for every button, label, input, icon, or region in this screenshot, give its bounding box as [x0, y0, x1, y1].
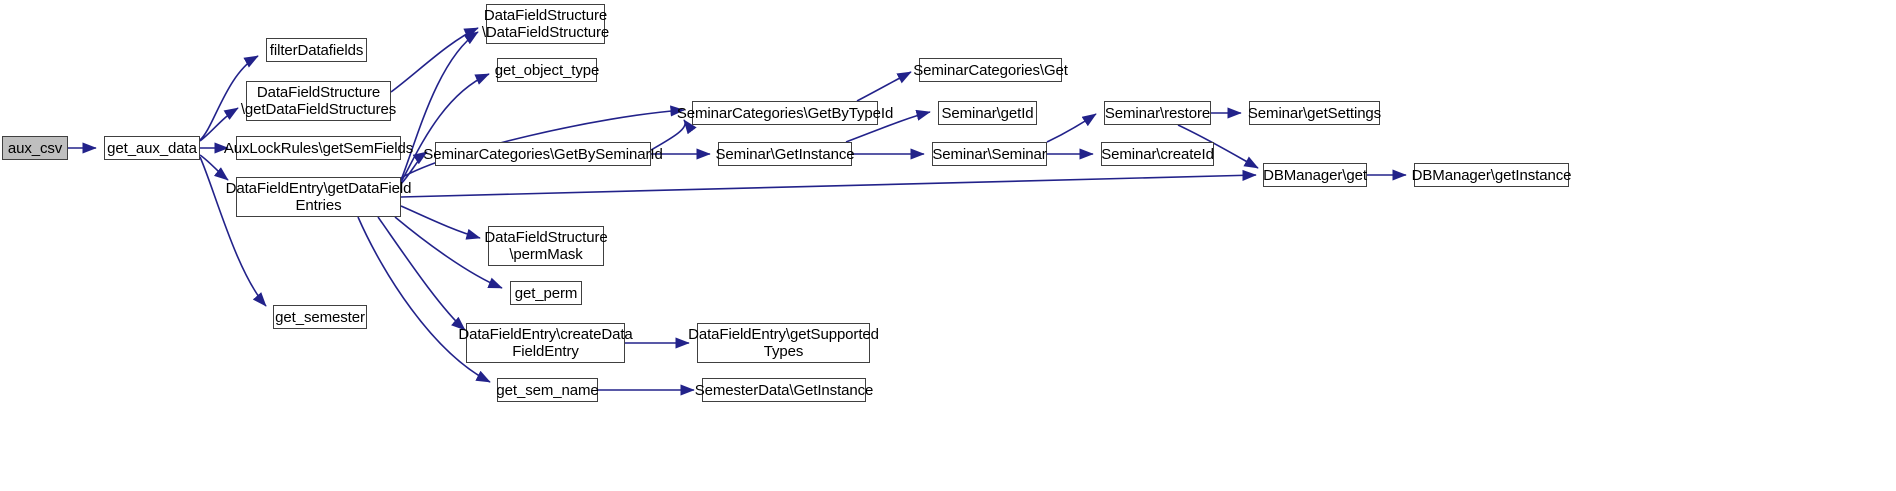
- graph-node-label: SeminarCategories\GetBySeminarId: [423, 145, 663, 163]
- graph-node-label: DataFieldStructure \permMask: [484, 229, 608, 263]
- graph-node-get_aux_data[interactable]: get_aux_data: [104, 136, 200, 160]
- graph-node-get_object_type[interactable]: get_object_type: [495, 58, 599, 82]
- graph-node-label: DataFieldStructure \getDataFieldStructur…: [240, 84, 397, 118]
- graph-node-SeminarCategoriesGet[interactable]: SeminarCategories\Get: [913, 58, 1068, 82]
- graph-node-GetBySeminarId[interactable]: SeminarCategories\GetBySeminarId: [423, 142, 663, 166]
- graph-node-label: DBManager\getInstance: [1411, 166, 1572, 184]
- graph-node-getSupportedTypes[interactable]: DataFieldEntry\getSupported Types: [688, 323, 879, 363]
- graph-node-label: get_object_type: [494, 61, 600, 79]
- graph-edge-getDataFieldEntries-to-DBManagerGet: [400, 169, 1257, 198]
- graph-node-get_sem_name[interactable]: get_sem_name: [496, 378, 599, 402]
- graph-node-aux_csv[interactable]: aux_csv: [2, 136, 68, 160]
- graph-node-restore[interactable]: Seminar\restore: [1104, 101, 1211, 125]
- graph-edge-getDataFieldStructures-to-DataFieldStructure: [390, 27, 479, 93]
- graph-node-label: Seminar\restore: [1104, 104, 1211, 122]
- graph-node-label: SemesterData\GetInstance: [694, 381, 874, 399]
- graph-node-label: get_semester: [275, 308, 365, 326]
- graph-edge-GetByTypeId-to-SeminarCategoriesGet: [856, 71, 912, 102]
- graph-node-SeminarSeminar[interactable]: Seminar\Seminar: [932, 142, 1047, 166]
- graph-node-label: DataFieldStructure \DataFieldStructure: [481, 7, 610, 41]
- graph-node-createId[interactable]: Seminar\createId: [1101, 142, 1214, 166]
- graph-edge-get_aux_data-to-getDataFieldStructures: [199, 107, 239, 142]
- graph-node-getSettings[interactable]: Seminar\getSettings: [1248, 101, 1381, 125]
- graph-node-getDataFieldEntries[interactable]: DataFieldEntry\getDataField Entries: [226, 177, 411, 217]
- graph-node-label: filterDatafields: [269, 41, 364, 59]
- graph-node-label: DataFieldEntry\createData FieldEntry: [458, 326, 633, 360]
- graph-node-getSemFields[interactable]: AuxLockRules\getSemFields: [224, 136, 413, 160]
- graph-edge-getDataFieldEntries-to-createDataFieldEntry: [377, 216, 466, 331]
- graph-node-getDataFieldStructures[interactable]: DataFieldStructure \getDataFieldStructur…: [241, 81, 396, 121]
- graph-node-label: Seminar\Seminar: [932, 145, 1047, 163]
- graph-node-label: AuxLockRules\getSemFields: [223, 139, 414, 157]
- graph-node-label: SeminarCategories\GetByTypeId: [676, 104, 894, 122]
- graph-node-GetByTypeId[interactable]: SeminarCategories\GetByTypeId: [677, 101, 893, 125]
- graph-node-label: get_sem_name: [496, 381, 599, 399]
- graph-node-label: get_aux_data: [107, 139, 197, 157]
- graph-node-get_perm[interactable]: get_perm: [510, 281, 582, 305]
- graph-node-label: Seminar\createId: [1101, 145, 1214, 163]
- graph-node-DBManagerGetInstance[interactable]: DBManager\getInstance: [1412, 163, 1571, 187]
- graph-node-label: DataFieldEntry\getDataField Entries: [225, 180, 412, 214]
- graph-node-filterDatafields[interactable]: filterDatafields: [266, 38, 367, 62]
- graph-node-label: get_perm: [514, 284, 578, 302]
- graph-node-label: aux_csv: [7, 139, 63, 157]
- graph-node-get_semester[interactable]: get_semester: [273, 305, 367, 329]
- graph-node-DataFieldStructure[interactable]: DataFieldStructure \DataFieldStructure: [482, 4, 609, 44]
- graph-node-createDataFieldEntry[interactable]: DataFieldEntry\createData FieldEntry: [458, 323, 633, 363]
- graph-node-label: Seminar\getId: [941, 104, 1034, 122]
- graph-node-GetInstance[interactable]: Seminar\GetInstance: [716, 142, 855, 166]
- graph-edge-get_aux_data-to-getDataFieldEntries: [199, 154, 229, 181]
- graph-edge-SeminarSeminar-to-restore: [1046, 113, 1097, 143]
- graph-node-label: Seminar\GetInstance: [715, 145, 855, 163]
- graph-node-label: SeminarCategories\Get: [913, 61, 1068, 79]
- graph-node-label: DataFieldEntry\getSupported Types: [688, 326, 879, 360]
- graph-node-label: Seminar\getSettings: [1247, 104, 1382, 122]
- graph-node-DBManagerGet[interactable]: DBManager\get: [1263, 163, 1367, 187]
- graph-node-label: DBManager\get: [1263, 166, 1367, 184]
- graph-node-permMask[interactable]: DataFieldStructure \permMask: [484, 226, 608, 266]
- graph-node-getId[interactable]: Seminar\getId: [938, 101, 1037, 125]
- graph-node-SemesterDataGetInstance[interactable]: SemesterData\GetInstance: [695, 378, 873, 402]
